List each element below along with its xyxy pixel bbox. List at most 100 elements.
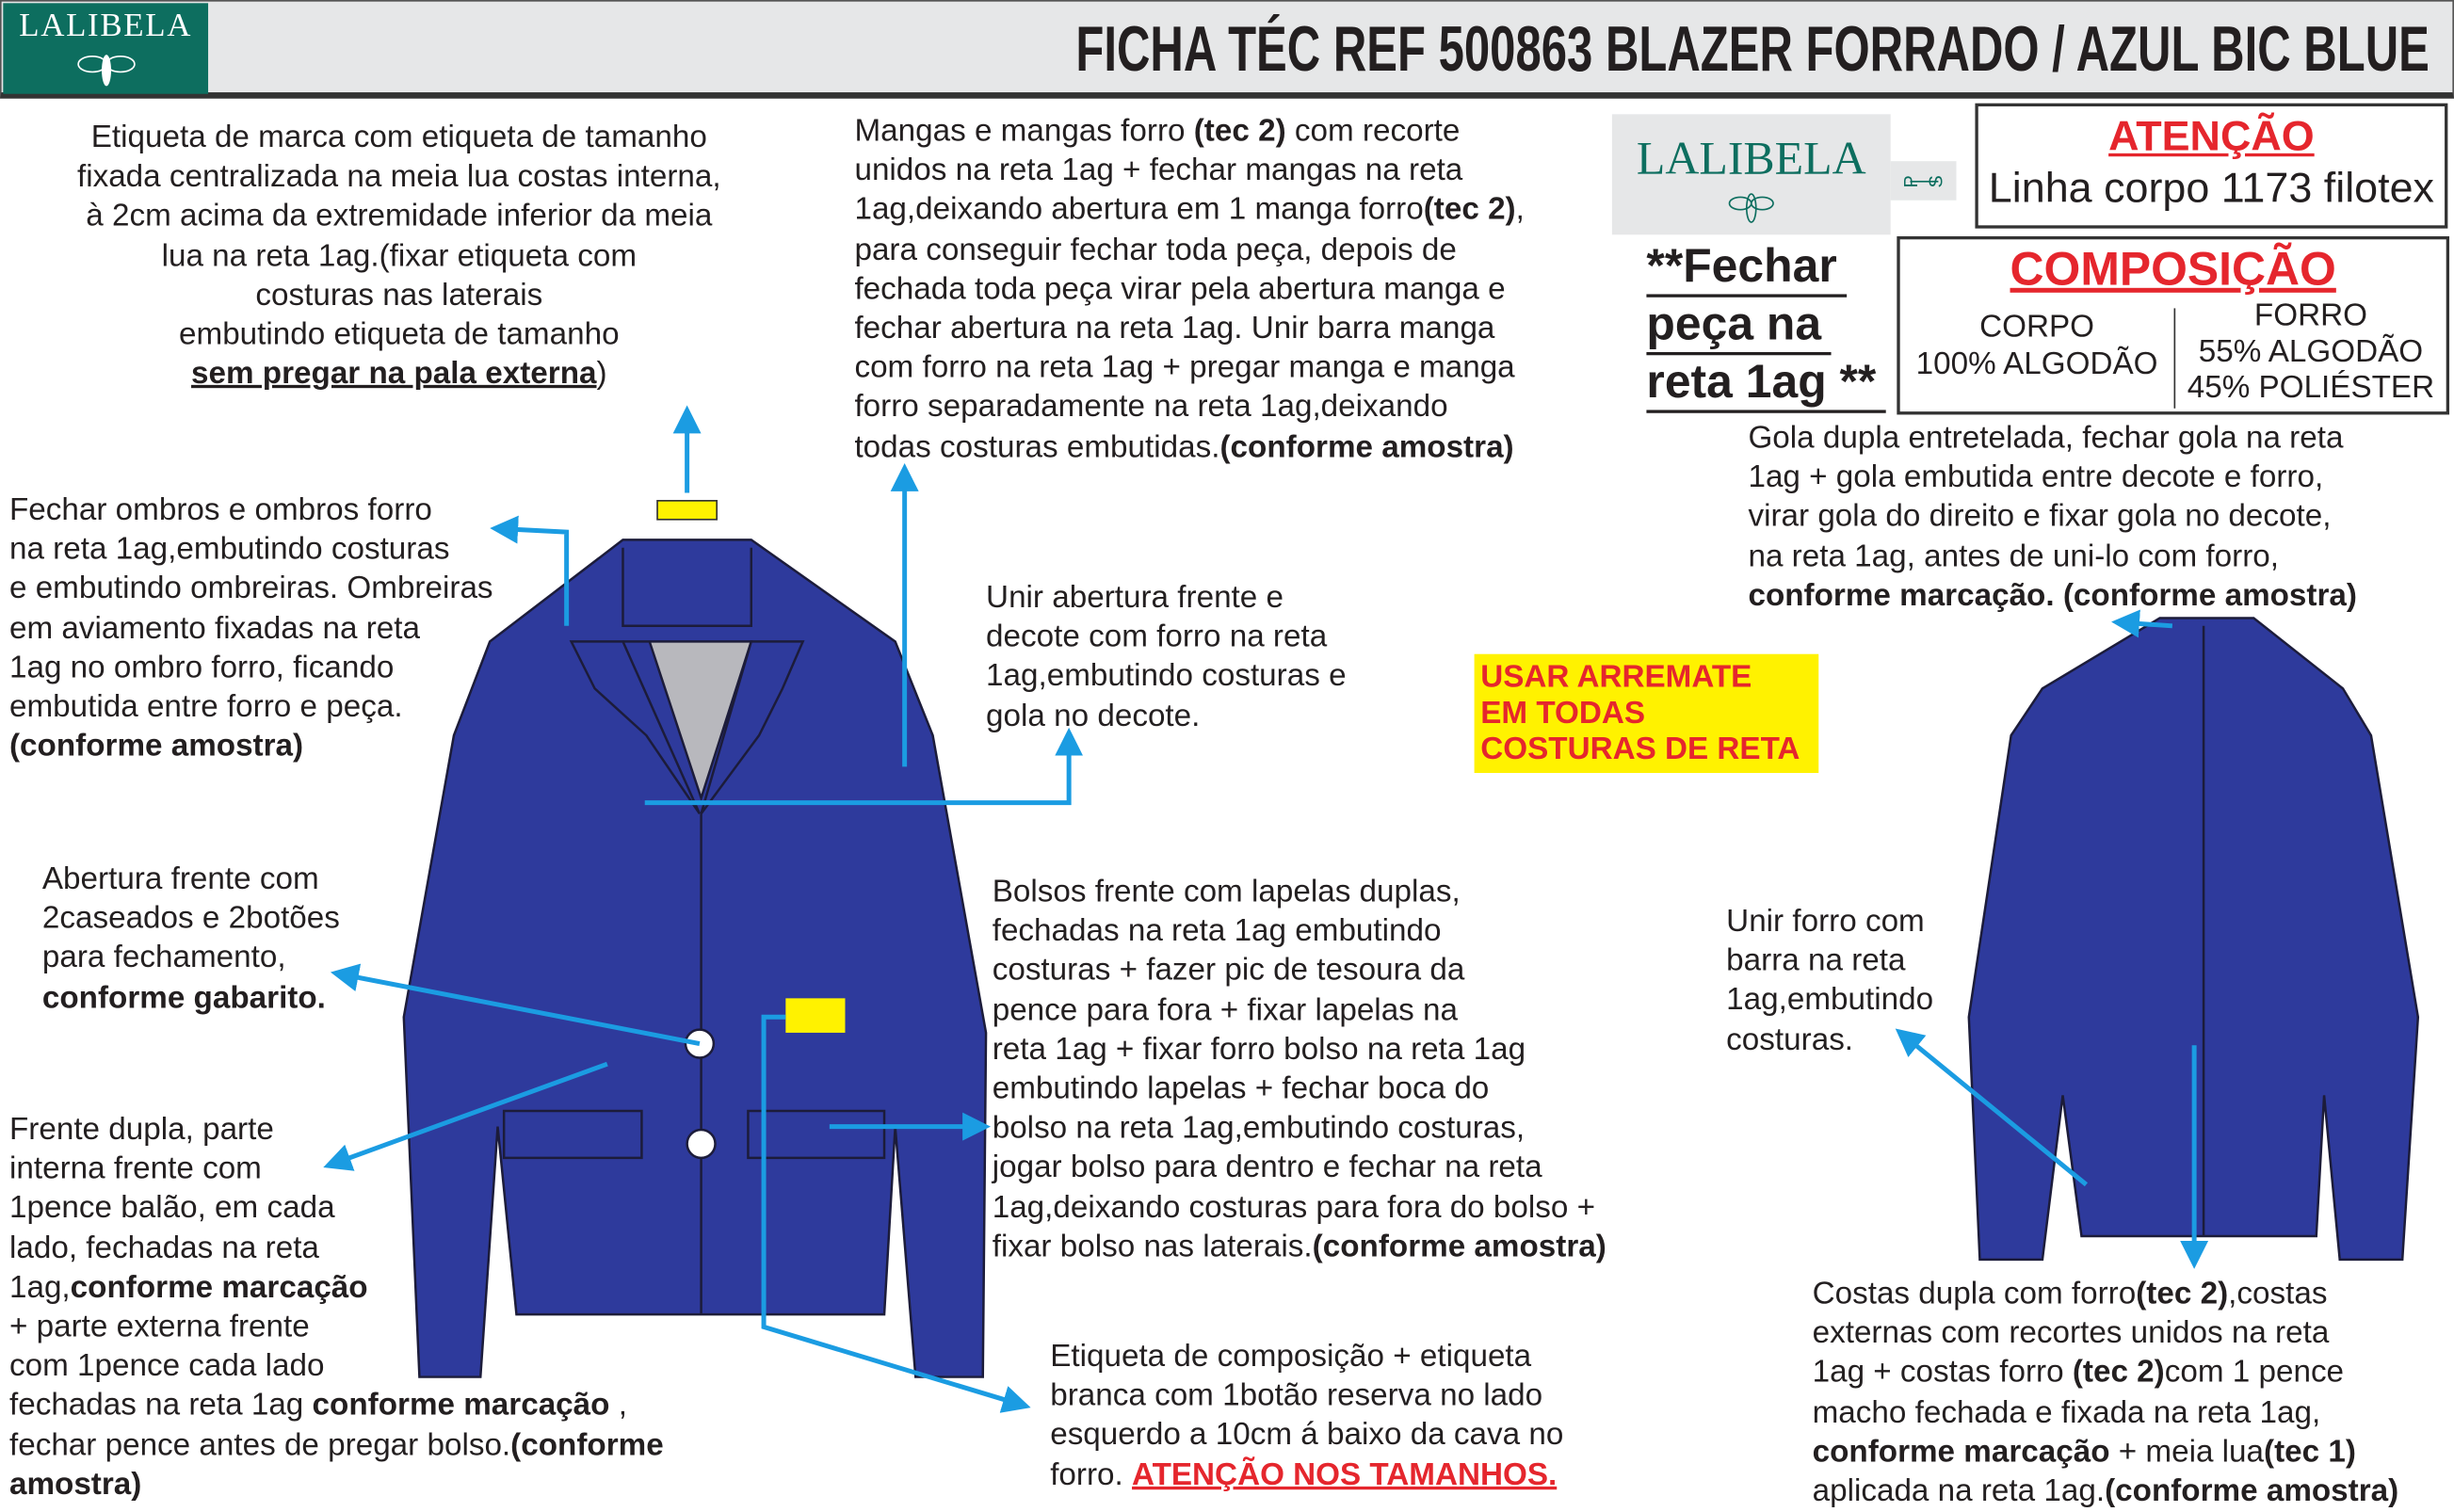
note-line: Gola dupla entretelada, fechar gola na r… (1748, 419, 2357, 458)
logo-text: LALIBELA (19, 6, 193, 44)
back-jacket-drawing (1967, 617, 2420, 1262)
note-line: 1ag,embutindo (1726, 982, 1933, 1021)
note-text: Mangas e mangas forro (854, 114, 1194, 149)
note-line: jogar bolso para dentro e fechar na reta (993, 1150, 1606, 1189)
note-text: Unir abertura frente e (986, 580, 1284, 616)
forro-value: 45% POLIÉSTER (2187, 370, 2435, 406)
note-line: Etiqueta de composição + etiqueta (1050, 1338, 1563, 1377)
note-text: , (1515, 193, 1525, 228)
note-line: embutindo etiqueta de tamanho (31, 316, 767, 356)
note-line: interna frente com (9, 1150, 664, 1190)
note-line: Unir abertura frente e (986, 579, 1347, 619)
note-line: com forro na reta 1ag + pregar manga e m… (854, 349, 1524, 389)
note-line: 2caseados e 2botões (42, 900, 340, 940)
note-text: macho fechada e fixada na reta 1ag, (1812, 1394, 2321, 1430)
note-text: (tec 2) (2072, 1355, 2165, 1391)
note-line: 1ag,deixando abertura em 1 manga forro(t… (854, 191, 1524, 231)
note-line: 1ag,deixando costuras para fora do bolso… (993, 1188, 1606, 1228)
note-line: sem pregar na pala externa) (31, 356, 767, 395)
brand-logo-secondary: LALIBELA (1611, 114, 1891, 235)
note-line: Etiqueta de marca com etiqueta de tamanh… (31, 119, 767, 158)
note-text: com 1pence cada lado (8, 1349, 325, 1384)
note-text: em aviamento fixadas na reta (8, 611, 421, 646)
note-text: fixada centralizada na meia lua costas i… (76, 159, 721, 195)
note-text: fechadas na reta 1ag embutindo (992, 913, 1442, 949)
close-note-line: peça na (1646, 298, 1832, 356)
note-line: costuras + fazer pic de tesoura da (993, 952, 1606, 991)
note-text: Fechar ombros e ombros forro (8, 492, 432, 528)
arrow (2111, 609, 2173, 638)
note-text: na reta 1ag,embutindo costuras (8, 532, 450, 567)
note-line: branca com 1botão reserva no lado (1050, 1377, 1563, 1417)
note-text: unidos na reta 1ag + fechar mangas na re… (854, 153, 1463, 188)
note-line: lado, fechadas na reta (9, 1230, 664, 1269)
note-text: conforme marcação. (conforme amostra) (1748, 578, 2357, 614)
note-line: conforme marcação. (conforme amostra) (1748, 577, 2357, 617)
note-line: gola no decote. (986, 698, 1347, 737)
attention-box: ATENÇÃO Linha corpo 1173 filotex (1975, 103, 2448, 229)
note-text: , (609, 1388, 627, 1424)
note-text: ,costas (2228, 1277, 2328, 1311)
note-line: embutindo lapelas + fechar boca do (993, 1070, 1606, 1110)
note-text: com forro na reta 1ag + pregar manga e m… (854, 350, 1515, 386)
note-text: 1ag,deixando abertura em 1 manga forro (854, 193, 1424, 228)
note-line: 1ag,embutindo costuras e (986, 658, 1347, 698)
note-line: fechadas na reta 1ag embutindo (993, 912, 1606, 952)
note-text: 1ag no ombro forro, ficando (8, 651, 395, 685)
note-pockets: Bolsos frente com lapelas duplas, fechada… (993, 873, 1606, 1267)
note-text: forro separadamente na reta 1ag,deixando (854, 390, 1448, 426)
label-marker (785, 998, 846, 1033)
note-text: embutindo etiqueta de tamanho (179, 317, 620, 352)
arrow (323, 1061, 608, 1171)
note-text: esquerdo a 10cm á baixo da cava no (1050, 1418, 1564, 1454)
note-text: fechadas na reta 1ag (8, 1388, 313, 1424)
note-line: externas com recortes unidos na reta (1813, 1314, 2399, 1354)
note-line: com 1pence cada lado (9, 1347, 664, 1387)
note-line: na reta 1ag, antes de uni-lo com forro, (1748, 538, 2357, 577)
note-text: jogar bolso para dentro e fechar na reta (992, 1150, 1542, 1185)
note-text: Bolsos frente com lapelas duplas, (992, 875, 1461, 909)
note-text: (tec 1) (2264, 1434, 2356, 1470)
note-text: Gola dupla entretelada, fechar gola na r… (1748, 421, 2344, 456)
note-line: Fechar ombros e ombros forro (9, 491, 493, 531)
arrow (490, 515, 570, 626)
note-text: Abertura frente com (41, 861, 319, 897)
note-text: reta 1ag + fixar forro bolso na reta 1ag (992, 1032, 1526, 1068)
page-title: FICHA TÉC REF 500863 BLAZER FORRADO / AZ… (1074, 12, 2430, 85)
note-line: à 2cm acima da extremidade inferior da m… (31, 198, 767, 237)
note-line: forro. ATENÇÃO NOS TAMANHOS. (1050, 1456, 1563, 1496)
note-text: Etiqueta de marca com etiqueta de tamanh… (90, 120, 707, 155)
note-text: à 2cm acima da extremidade inferior da m… (86, 199, 713, 234)
note-text: (tec 2) (1193, 114, 1286, 149)
note-text: fixar bolso nas laterais. (992, 1230, 1313, 1264)
brand-logo: LALIBELA (3, 3, 209, 94)
callout-arrows (323, 405, 2209, 1413)
note-text: 1ag + costas forro (1812, 1355, 2073, 1391)
note-line: conforme gabarito. (42, 979, 340, 1019)
note-text: decote com forro na reta (986, 619, 1328, 655)
note-text: aplicada na reta 1ag. (1812, 1473, 2106, 1509)
note-text: com 1 pence (2164, 1355, 2345, 1391)
close-note-line: reta 1ag ** (1646, 355, 1886, 413)
note-line: embutida entre forro e peça. (9, 688, 493, 728)
note-line: pence para fora + fixar lapelas na (993, 991, 1606, 1031)
note-text: todas costuras embutidas. (854, 429, 1220, 464)
note-text: costuras + fazer pic de tesoura da (992, 953, 1465, 989)
note-line: forro separadamente na reta 1ag,deixando (854, 389, 1524, 428)
bee-icon (1728, 193, 1774, 223)
note-text: fechada toda peça virar pela abertura ma… (854, 271, 1506, 307)
note-text: Etiqueta de composição + etiqueta (1050, 1339, 1532, 1375)
note-line: (conforme amostra) (9, 728, 493, 767)
note-text: ) (596, 357, 607, 392)
note-text: Costas dupla com forro (1812, 1277, 2137, 1311)
composition-forro: FORRO 55% ALGODÃO 45% POLIÉSTER (2175, 298, 2446, 407)
note-text: amostra) (8, 1467, 142, 1503)
note-text: 1ag,embutindo costuras e (986, 659, 1347, 694)
note-line: Frente dupla, parte (9, 1111, 664, 1150)
label-marker (656, 500, 718, 521)
forro-label: FORRO (2253, 298, 2367, 334)
note-line: 1ag + gola embutida entre decote e forro… (1748, 458, 2357, 498)
note-line: barra na reta (1726, 942, 1933, 982)
